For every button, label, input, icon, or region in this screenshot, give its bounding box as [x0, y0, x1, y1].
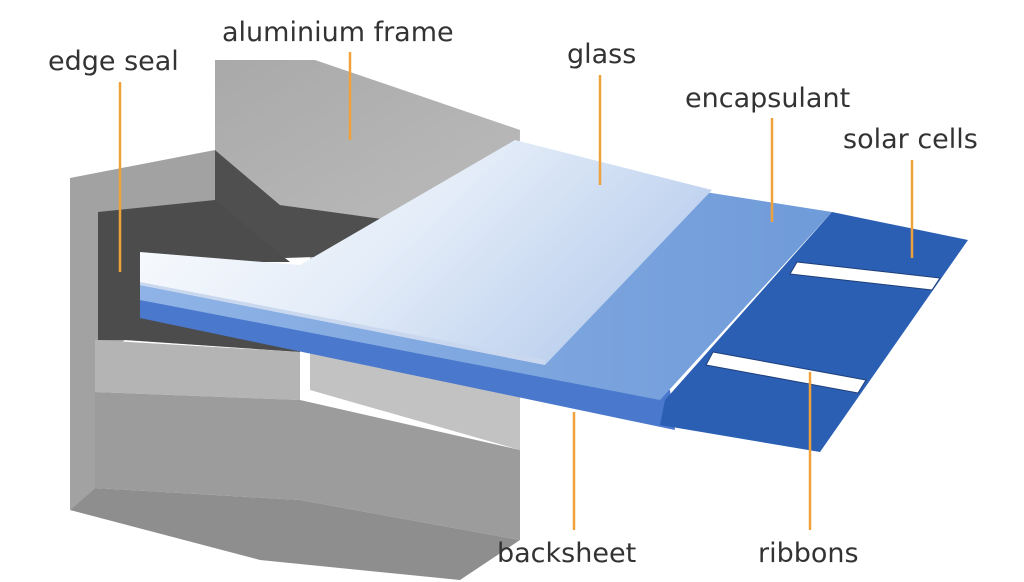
frame-lower-box — [95, 392, 520, 540]
leader-lines — [118, 52, 914, 530]
solar-cells-layer — [660, 212, 968, 452]
label-encapsulant: encapsulant — [685, 83, 851, 114]
glass-layer — [140, 140, 712, 365]
label-ribbons: ribbons — [758, 538, 859, 569]
frame-lower-rail — [95, 340, 300, 400]
frame-bottom-floor — [70, 488, 520, 580]
label-backsheet: backsheet — [497, 538, 637, 569]
glass-front-edge — [140, 282, 545, 365]
ribbon-bottom — [705, 351, 867, 394]
label-solar-cells: solar cells — [843, 124, 978, 155]
label-aluminium-frame: aluminium frame — [222, 17, 454, 48]
backsheet-layer — [140, 300, 675, 430]
label-edge-seal: edge seal — [48, 46, 179, 77]
ribbon-top — [789, 261, 941, 291]
label-glass: glass — [567, 39, 637, 70]
